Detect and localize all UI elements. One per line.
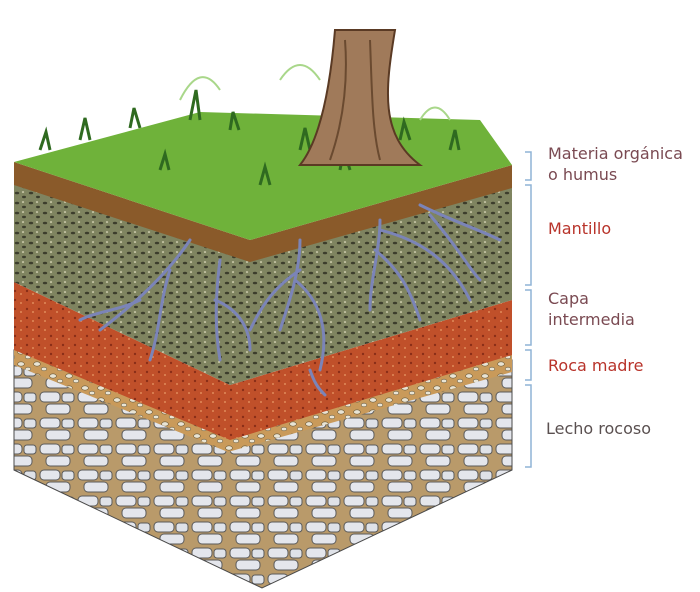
label-line: o humus	[548, 164, 683, 185]
label-line: Mantillo	[548, 218, 611, 239]
label-line: intermedia	[548, 309, 635, 330]
label-line: Capa	[548, 288, 635, 309]
label-capa-intermedia: Capa intermedia	[548, 288, 635, 330]
label-lecho-rocoso: Lecho rocoso	[546, 418, 651, 439]
label-line: Lecho rocoso	[546, 418, 651, 439]
tree-trunk	[300, 30, 420, 165]
label-roca-madre: Roca madre	[548, 355, 644, 376]
label-mantillo: Mantillo	[548, 218, 611, 239]
label-line: Roca madre	[548, 355, 644, 376]
layer-brackets	[525, 152, 531, 467]
label-materia-organica: Materia orgánica o humus	[548, 143, 683, 185]
label-line: Materia orgánica	[548, 143, 683, 164]
